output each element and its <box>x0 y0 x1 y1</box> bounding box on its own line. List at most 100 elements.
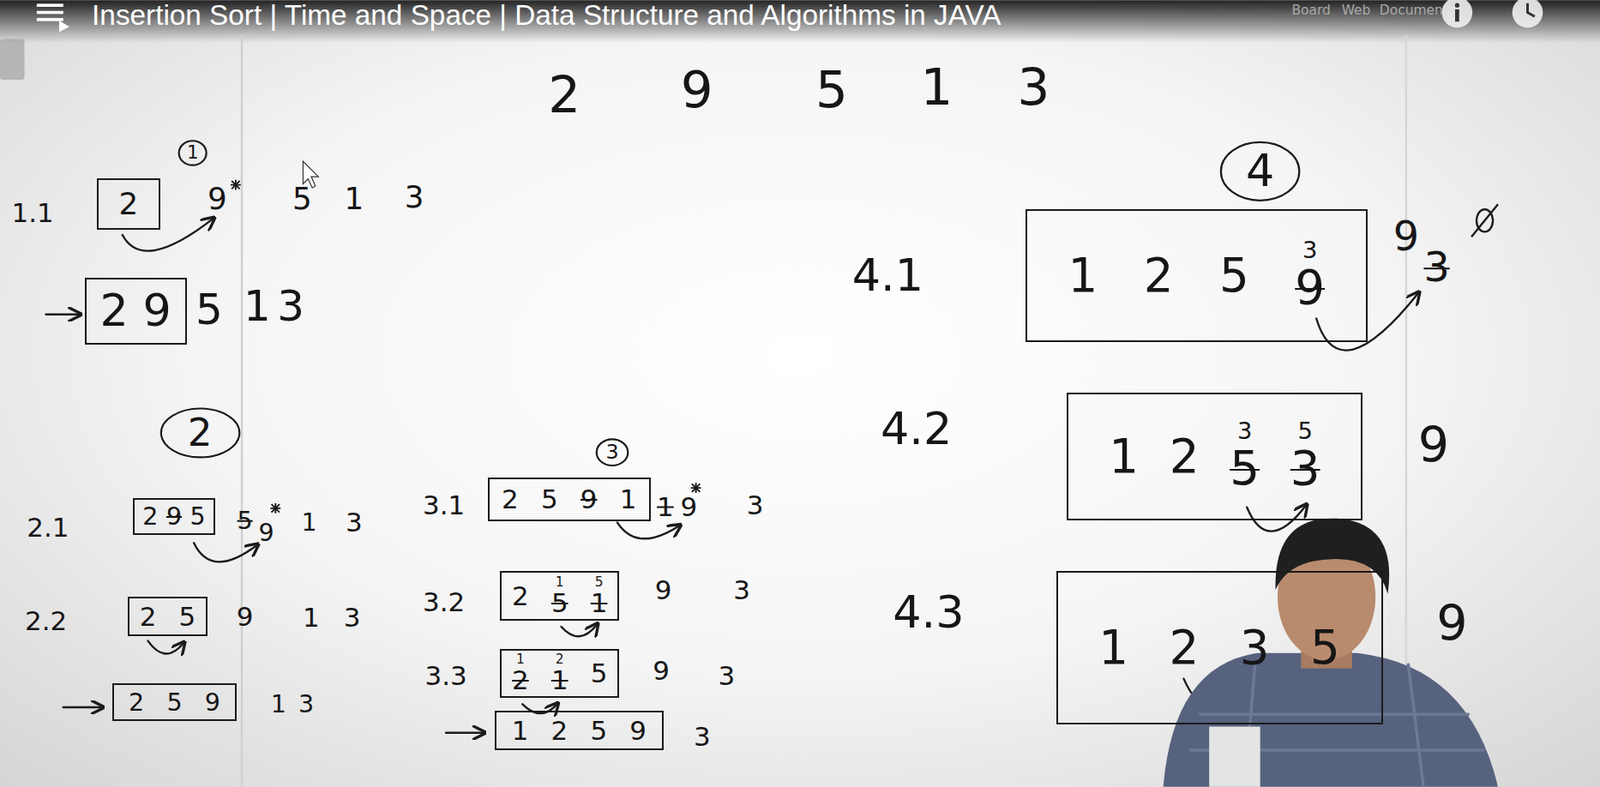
menu-icon <box>36 5 70 32</box>
array-digit: 1 <box>1108 432 1139 482</box>
array-digit: 3 <box>404 181 425 213</box>
step-circle: 3 <box>595 438 629 467</box>
step-number: 2 <box>187 412 213 453</box>
step-label: 2.2 <box>24 607 67 634</box>
result-arrow <box>445 732 484 734</box>
array-digit: 5 <box>1219 251 1250 301</box>
array-box: 2591 <box>487 477 651 522</box>
swap-arrows <box>46 218 1420 734</box>
overwrite-digit: 3 <box>1302 238 1318 264</box>
side-control <box>0 38 25 80</box>
key-stars <box>230 180 1498 514</box>
array-digit: 1 <box>656 493 674 521</box>
array-digit: 5 <box>166 689 182 716</box>
array-digit: 9 <box>143 287 172 335</box>
array-digit: 1 <box>270 691 287 717</box>
board-seam <box>240 35 243 787</box>
result-arrow <box>63 706 103 709</box>
array-digit: 2 <box>551 716 569 745</box>
overwrite-digit: 5 <box>595 575 604 590</box>
array-digit: 9 <box>680 64 714 116</box>
array-digit: 9 <box>207 183 228 215</box>
array-box: 12539 <box>1025 209 1368 343</box>
info-icon <box>1442 0 1474 28</box>
swap-arrow <box>561 625 598 638</box>
array-box: 123553 <box>1066 392 1364 521</box>
array-digit: 1 <box>302 604 320 632</box>
array-box: 29 <box>84 277 187 345</box>
array-digit: 2 <box>511 666 530 694</box>
menu-bar <box>36 3 64 7</box>
array-digit: 9 <box>1393 216 1420 258</box>
array-digit: 1 <box>243 284 271 328</box>
step-label: 4.2 <box>880 406 952 452</box>
array-digit: 3 <box>1017 62 1051 115</box>
shirt-checks <box>1188 663 1485 787</box>
array-digit: 9 <box>655 576 673 603</box>
array-digit: 5 <box>551 589 569 617</box>
array-digit: 5 <box>815 64 849 116</box>
info-dot <box>1455 3 1460 8</box>
array-box: 1259 <box>494 710 663 751</box>
step-circle: 1 <box>178 139 207 167</box>
circle-outline <box>1221 142 1300 201</box>
info-stem <box>1455 9 1460 22</box>
array-digit: 1 <box>511 716 530 745</box>
menu-bar <box>36 11 64 15</box>
result-arrow <box>46 313 80 316</box>
array-digit: 9 <box>1418 421 1450 470</box>
array-digit: 2 <box>511 582 530 610</box>
array-box: 12215 <box>499 649 620 698</box>
array-digit: 5 <box>541 485 559 513</box>
array-digit: 2 <box>139 602 157 631</box>
step-label: 4.1 <box>852 252 924 298</box>
star-mark <box>691 482 702 494</box>
array-digit: 1 <box>590 589 608 617</box>
step-circle: 4 <box>1219 139 1301 204</box>
array-box: 21551 <box>499 571 620 620</box>
step-label: 1.1 <box>11 198 54 226</box>
clock-circle <box>1512 0 1544 28</box>
array-digit: 3 <box>1290 444 1321 494</box>
array-digit: 9 <box>580 485 598 513</box>
array-digit: 3 <box>746 492 764 519</box>
array-digit: 5 <box>195 288 223 331</box>
menu-item: Web <box>1341 4 1372 18</box>
swap-arrow <box>1246 505 1306 531</box>
star-mark <box>1471 204 1498 237</box>
swap-arrow <box>122 218 214 252</box>
array-digit: 2 <box>119 187 139 220</box>
array-digit: 9 <box>1294 263 1325 313</box>
circle-outline <box>161 408 240 458</box>
array-digit: 9 <box>679 493 698 521</box>
clock-hands <box>1527 3 1535 17</box>
array-digit: 5 <box>292 183 313 215</box>
array-digit: 3 <box>276 284 305 328</box>
array-digit: 5 <box>589 716 608 745</box>
array-digit: 9 <box>652 656 670 684</box>
step-number: 3 <box>605 441 619 464</box>
array-box: 1235 <box>1056 571 1384 725</box>
array-digit: 1 <box>920 62 954 115</box>
array-digit: 5 <box>237 508 253 534</box>
array-digit: 1 <box>551 666 569 694</box>
array-digit: 9 <box>204 689 221 716</box>
step-label: 4.3 <box>892 589 964 635</box>
array-digit: 9 <box>236 602 254 630</box>
array-digit: 2 <box>128 689 145 716</box>
step-number: 4 <box>1245 147 1275 195</box>
menu-item: Documen <box>1379 4 1444 18</box>
array-digit: 2 <box>501 485 519 513</box>
array-digit: 3 <box>1239 623 1270 673</box>
array-digit: 2 <box>1169 623 1200 673</box>
array-digit: 5 <box>179 602 197 631</box>
array-digit: 3 <box>345 509 363 536</box>
array-box: 259 <box>112 683 237 721</box>
step-number: 1 <box>186 143 199 163</box>
array-digit: 1 <box>300 510 317 536</box>
overwrite-digit: 1 <box>555 575 565 590</box>
step-label: 3.3 <box>424 661 467 689</box>
swap-arrow <box>193 542 258 562</box>
array-digit: 2 <box>1143 251 1174 301</box>
array-digit: 5 <box>590 659 608 687</box>
